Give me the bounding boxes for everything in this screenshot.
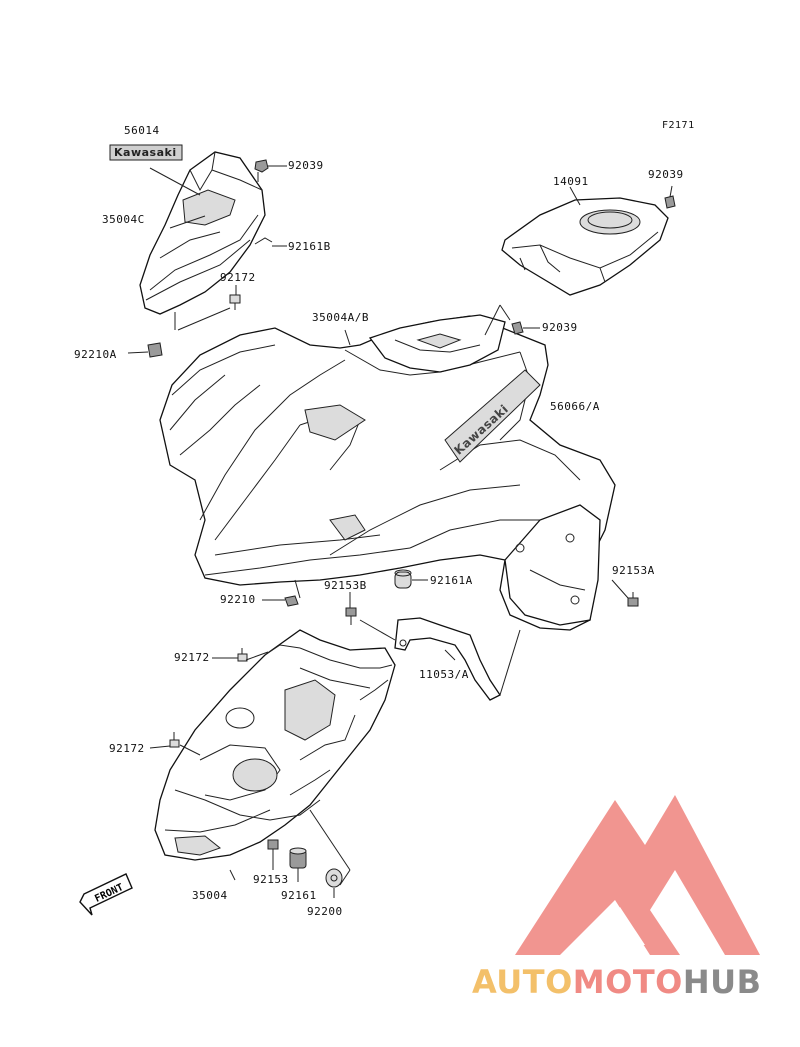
callout-35004: 35004 — [192, 889, 228, 902]
emblem-56014-text: Kawasaki — [114, 146, 177, 159]
callout-56014: 56014 — [124, 124, 160, 137]
callout-92039-top: 92039 — [288, 159, 324, 172]
wordmark-auto: AUTO — [472, 963, 573, 1001]
callout-92200: 92200 — [307, 905, 343, 918]
callout-92039-right: 92039 — [648, 168, 684, 181]
callout-14091: 14091 — [553, 175, 589, 188]
bolt-92172-upper — [229, 294, 241, 310]
grommet-92161a — [394, 569, 412, 589]
callout-35004ab: 35004A/B — [312, 311, 369, 324]
washer-92200 — [325, 868, 343, 888]
callout-92153a: 92153A — [612, 564, 655, 577]
callout-92161a: 92161A — [430, 574, 473, 587]
front-cover-35004c — [139, 151, 266, 315]
callout-92210a: 92210A — [74, 348, 117, 361]
nut-92210a — [147, 342, 163, 358]
callout-92172-mid: 92172 — [174, 651, 210, 664]
figure-id: F2171 — [662, 120, 695, 131]
callout-92172-upper: 92172 — [220, 271, 256, 284]
clip-92039-b — [664, 195, 676, 209]
callout-92161b: 92161B — [288, 240, 331, 253]
automotohub-wordmark: AUTOMOTOHUB — [472, 963, 762, 1001]
wordmark-hub: HUB — [682, 963, 762, 1001]
collar-92161 — [289, 847, 307, 869]
callout-92039-mid: 92039 — [542, 321, 578, 334]
bracket-11053a — [394, 617, 501, 701]
front-fender-35004ab — [159, 314, 616, 631]
bolt-92172-low — [169, 732, 180, 748]
clip-92161b — [254, 237, 273, 245]
callout-92153: 92153 — [253, 873, 289, 886]
clip-92039-a — [254, 159, 269, 182]
automotohub-logo-mark — [515, 795, 760, 955]
callout-11053a: 11053/A — [419, 668, 469, 681]
callout-92210: 92210 — [220, 593, 256, 606]
inner-cover-14091 — [501, 197, 669, 296]
lower-fender-35004 — [154, 629, 396, 861]
callout-92161: 92161 — [281, 889, 317, 902]
bolt-92172-mid — [237, 648, 248, 662]
wordmark-moto: MOTO — [572, 963, 683, 1001]
nut-92210 — [284, 595, 299, 607]
callout-56066a: 56066/A — [550, 400, 600, 413]
emblem-56014 — [109, 144, 183, 161]
bolt-92153a — [627, 592, 639, 607]
bolt-92153 — [267, 839, 279, 858]
callout-92153b: 92153B — [324, 579, 367, 592]
callout-35004c: 35004C — [102, 213, 145, 226]
front-direction-arrow: FRONT — [79, 873, 133, 916]
bolt-92153b — [345, 607, 357, 625]
callout-92172-low: 92172 — [109, 742, 145, 755]
clip-92039-c — [511, 321, 524, 335]
